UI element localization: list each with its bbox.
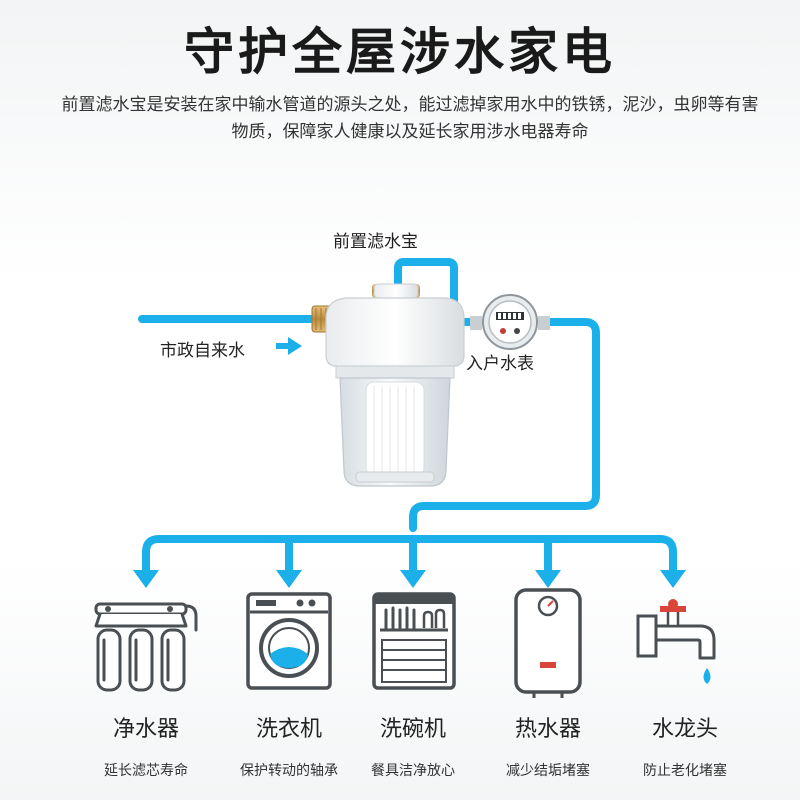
faucet-icon — [636, 599, 716, 684]
appliance-desc-water-heater: 减少结垢堵塞 — [506, 763, 590, 779]
washing-machine-icon — [246, 592, 332, 690]
meter-label: 入户水表 — [466, 354, 534, 374]
dishwasher-icon — [372, 592, 456, 690]
page-subtitle: 前置滤水宝是安装在家中输水管道的源头之处，能过滤掉家用水中的铁锈，泥沙，虫卵等有… — [61, 95, 759, 142]
arrow-purifier — [133, 570, 159, 588]
appliance-desc-purifier: 延长滤芯寿命 — [104, 763, 188, 779]
appliance-desc-faucet: 防止老化堵塞 — [643, 763, 727, 779]
arrow-dishwasher — [400, 570, 426, 588]
water-purifier-icon — [94, 602, 198, 692]
appliance-name-dishwasher: 洗碗机 — [379, 717, 446, 742]
appliance-name-purifier: 净水器 — [112, 717, 179, 742]
water-meter-icon — [470, 294, 550, 350]
appliance-name-faucet: 水龙头 — [651, 717, 718, 742]
arrow-heater — [535, 570, 561, 588]
pre-filter-icon — [311, 283, 465, 487]
city-water-label: 市政自来水 — [160, 341, 245, 361]
filter-label: 前置滤水宝 — [333, 232, 418, 252]
appliance-name-washing-machine: 洗衣机 — [255, 717, 322, 742]
inlet-arrow-icon — [276, 337, 302, 355]
page-title: 守护全屋涉水家电 — [184, 23, 616, 81]
appliance-desc-washing-machine: 保护转动的轴承 — [240, 763, 338, 779]
meter-outlet-pipe — [409, 318, 600, 532]
arrow-heads — [133, 570, 686, 588]
appliance-name-water-heater: 热水器 — [514, 717, 581, 742]
water-heater-icon — [514, 588, 582, 698]
arrow-washing — [276, 570, 302, 588]
appliance-desc-dishwasher: 餐具洁净放心 — [371, 763, 455, 779]
arrow-faucet — [660, 570, 686, 588]
